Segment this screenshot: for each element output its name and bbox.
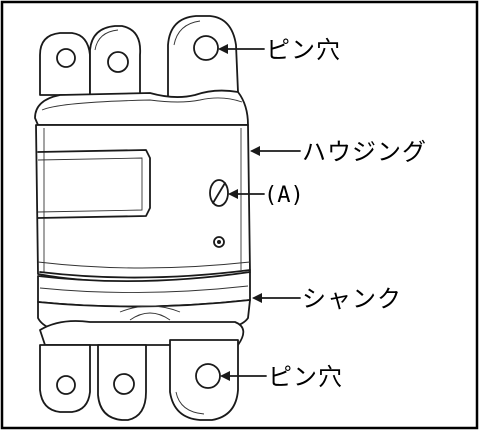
leader-housing (250, 146, 301, 156)
label-pin-hole-top: ピン穴 (266, 36, 341, 64)
arrow-left-icon (218, 44, 228, 54)
leader-pin-hole-bottom (220, 371, 267, 381)
top-lugs (34, 15, 249, 126)
label-housing: ハウジング (302, 138, 427, 166)
arrow-left-icon (252, 293, 262, 303)
leader-pin-hole-top (218, 44, 265, 54)
label-shank: シャンク (302, 285, 402, 313)
arrow-left-icon (220, 371, 230, 381)
leader-shank (252, 293, 301, 303)
arrow-left-icon (228, 189, 238, 199)
arrow-left-icon (250, 146, 260, 156)
housing-body (35, 124, 251, 283)
label-mark-a: (A) (264, 183, 304, 208)
shank-body (37, 271, 251, 346)
leader-mark-a (228, 189, 265, 199)
bottom-lugs (39, 339, 239, 421)
swivel-joint-part (34, 15, 251, 421)
label-pin-hole-bottom: ピン穴 (268, 363, 343, 391)
